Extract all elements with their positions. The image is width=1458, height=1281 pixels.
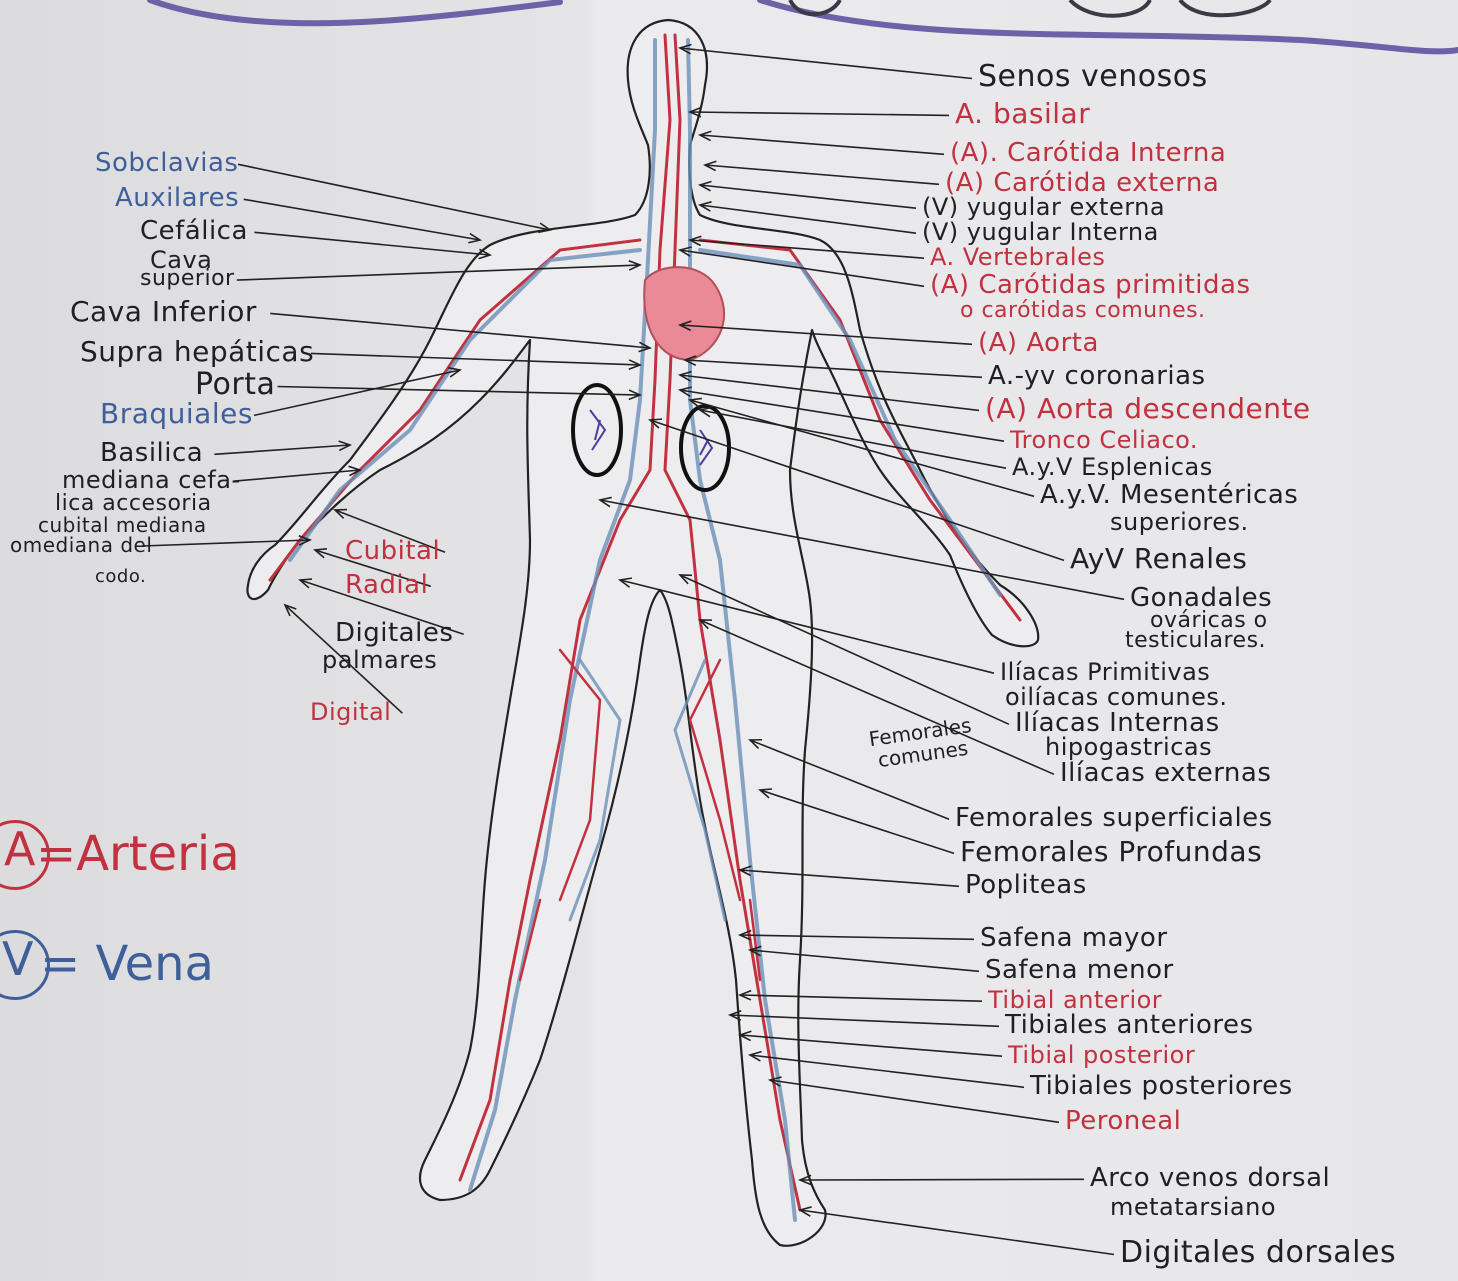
label-testiculares: testiculares. [1125, 630, 1266, 652]
label-radial: Radial [345, 572, 428, 598]
label-mediana-codo: omediana del [10, 535, 152, 555]
legend-artery: A =Arteria [0, 820, 300, 890]
label-cefalica: Cefálica [140, 218, 248, 244]
legend-vein-text: = Vena [40, 940, 214, 988]
label-carotidas-primitidas: (A) Carótidas primitidas [930, 272, 1250, 298]
label-aorta-descendente: (A) Aorta descendente [985, 395, 1311, 423]
label-carotidas-comunes: o carótidas comunes. [960, 300, 1206, 322]
label-superior: superior [140, 268, 235, 290]
label-porta: Porta [195, 370, 275, 400]
label-hipogastricas: hipogastricas [1045, 735, 1212, 759]
label-digital: Digital [310, 700, 391, 724]
label-peroneal: Peroneal [1065, 1108, 1181, 1134]
label-lica-accesoria: lica accesoria [55, 493, 212, 515]
label-tibial-posterior: Tibial posterior [1008, 1043, 1195, 1067]
label-cubital: Cubital [345, 538, 440, 564]
label-suprahepaticas: Supra hepáticas [80, 338, 314, 366]
label-basilar: A. basilar [955, 100, 1090, 128]
label-mediana-cefalica: mediana cefa- [62, 468, 241, 492]
label-tibiales-posteriores: Tibiales posteriores [1030, 1073, 1293, 1099]
label-yugular-externa: (V) yugular externa [922, 195, 1165, 219]
label-palmares: palmares [322, 648, 437, 672]
label-femorales-profundas: Femorales Profundas [960, 838, 1262, 866]
label-digitales-dorsales: Digitales dorsales [1120, 1238, 1396, 1268]
label-renales: AyV Renales [1070, 545, 1247, 573]
legend-artery-text: =Arteria [36, 830, 240, 878]
label-codo: codo. [95, 568, 146, 586]
legend-artery-letter: A [4, 826, 35, 872]
label-femorales-superficiales: Femorales superficiales [955, 805, 1273, 831]
legend-vein: V = Vena [0, 930, 300, 1000]
label-safena-mayor: Safena mayor [980, 925, 1168, 951]
label-mesentericas: A.y.V. Mesentéricas [1040, 482, 1298, 508]
label-cubital-mediana: cubital mediana [38, 515, 207, 535]
label-digitales-palmares: Digitales [335, 620, 453, 646]
label-yugular-interna: (V) yugular Interna [922, 220, 1159, 244]
label-arco-venoso: Arco venos dorsal [1090, 1165, 1330, 1191]
label-axilares: Auxilares [115, 185, 239, 211]
label-carotida-interna: (A). Carótida Interna [950, 140, 1226, 166]
label-safena-menor: Safena menor [985, 957, 1174, 983]
label-coronarias: A.-yv coronarias [988, 363, 1206, 389]
label-iliacas-externas: Ilíacas externas [1060, 760, 1271, 786]
label-cava-inferior: Cava Inferior [70, 298, 257, 326]
label-tibiales-anteriores: Tibiales anteriores [1005, 1012, 1254, 1038]
label-superiores: superiores. [1110, 510, 1249, 534]
label-iliacas-primitivas: Ilíacas Primitivas [1000, 660, 1210, 684]
label-tibial-anterior: Tibial anterior [988, 988, 1162, 1012]
legend-vein-letter: V [2, 936, 33, 982]
label-metatarsiano: metatarsiano [1110, 1195, 1276, 1219]
label-esplenicas: A.y.V Esplenicas [1012, 455, 1213, 479]
label-tronco-celiaco: Tronco Celiaco. [1010, 428, 1198, 452]
label-braquiales: Braquiales [100, 400, 253, 428]
label-iliacas-comunes: oilíacas comunes. [1005, 685, 1228, 709]
label-popliteas: Popliteas [965, 872, 1087, 898]
label-senos-venosos: Senos venosos [978, 62, 1208, 92]
label-basilica: Basilica [100, 440, 203, 466]
label-subclavias: Sobclavias [95, 150, 238, 176]
label-aorta: (A) Aorta [978, 330, 1099, 356]
label-vertebrales: A. Vertebrales [930, 245, 1105, 269]
